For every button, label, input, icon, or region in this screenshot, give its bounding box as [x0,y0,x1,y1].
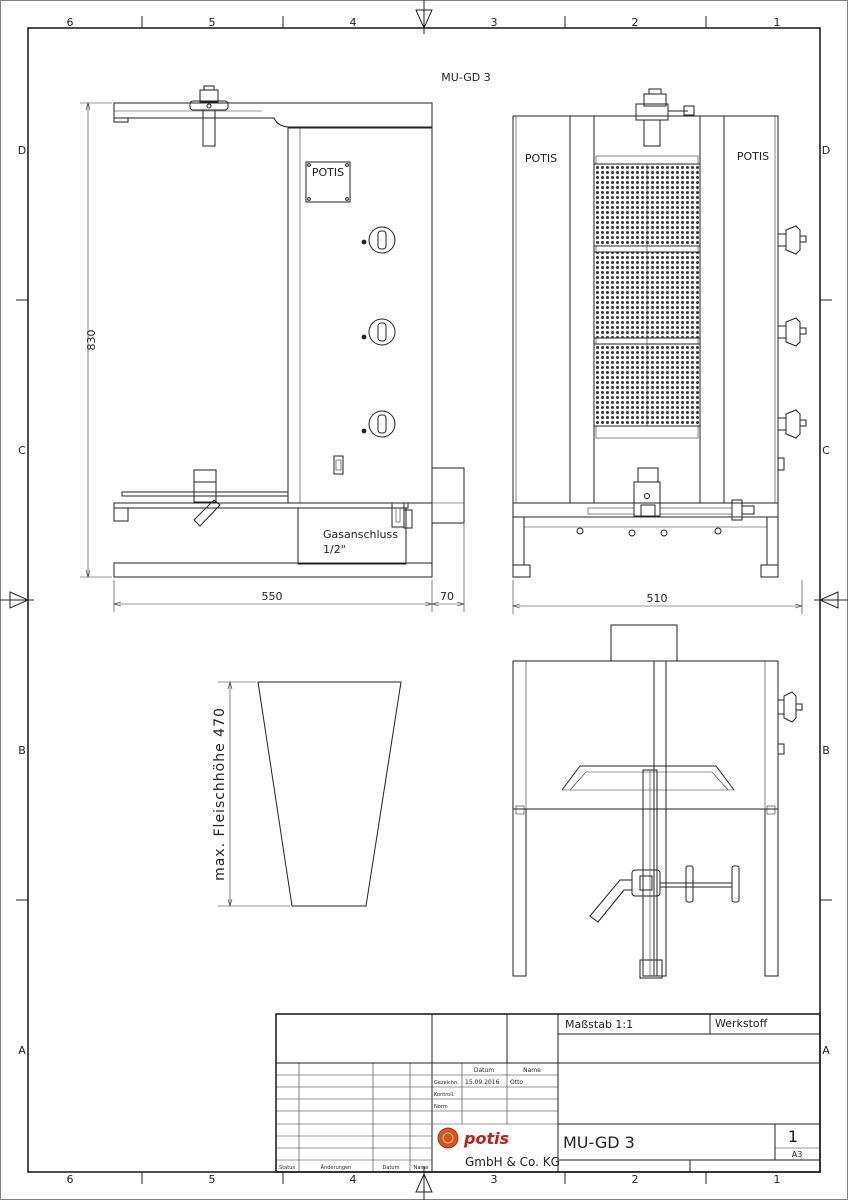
grid-row-right-a: A [822,1044,830,1057]
drawing-title: MU-GD 3 [441,71,490,84]
front-knob-3 [777,409,807,439]
front-view: POTIS POTIS [511,88,807,614]
side-brand-label: POTIS [312,166,344,179]
col-name-header: Name [523,1067,541,1074]
grid-col-top-3: 4 [350,16,357,29]
logo-emblem-icon [437,1127,459,1149]
grid-col-bottom-6: 1 [774,1173,781,1186]
grid-row-right-d: D [822,144,830,157]
company-name: GmbH & Co. KG [465,1155,560,1169]
grid-col-top-2: 5 [209,16,216,29]
side-brand-plate: POTIS [305,161,351,203]
grid-row-left-c: C [18,444,26,457]
row-drawn-label: Gezeichn. [434,1080,459,1086]
centering-mark-bottom [415,1166,433,1200]
grid-col-top-4: 3 [491,16,498,29]
footer-changes: Änderungen [321,1164,352,1171]
material-label: Werkstoff [715,1017,768,1030]
footer-status: Status [279,1165,295,1171]
dimension-550: 550 70 [112,524,466,612]
drawing-name: MU-GD 3 [563,1133,635,1152]
col-date-header: Datum [474,1067,494,1074]
grid-row-left-a: A [18,1044,26,1057]
grid-col-top-6: 1 [774,16,781,29]
burner-panels [593,155,701,439]
sheet-number: 1 [788,1127,798,1146]
grid-col-bottom-4: 3 [491,1173,498,1186]
footer-date: Datum [383,1165,400,1171]
front-brand-left: POTIS [525,152,557,165]
dimension-830: 830 [80,101,112,579]
grid-labels: 6 5 4 3 2 1 6 5 4 3 2 1 D C B A D C B A [18,16,830,1186]
drawn-date-value: 15.09.2016 [465,1079,500,1086]
scale-label: Maßstab 1:1 [565,1018,633,1031]
drawn-name-value: Otto [510,1079,523,1086]
dim-510-label: 510 [647,592,668,605]
dim-550-label: 550 [262,590,283,603]
gas-connection-label-line1: Gasanschluss [323,528,398,541]
side-view: POTIS Ga [80,85,466,612]
company-logo: potis [437,1127,509,1149]
dim-830-label: 830 [85,330,98,351]
grid-col-bottom-5: 2 [632,1173,639,1186]
title-block: Maßstab 1:1 Werkstoff Datum Name Gezeich… [275,1013,821,1173]
grid-col-bottom-1: 6 [67,1173,74,1186]
meat-height-view: max. Fleischhöhe 470 [212,680,402,908]
grid-col-top-5: 2 [632,16,639,29]
grid-row-left-d: D [18,144,26,157]
ignition-button [333,455,344,475]
grid-row-right-b: B [822,744,830,757]
centering-mark-left [0,591,34,609]
grid-col-bottom-2: 5 [209,1173,216,1186]
grid-col-top-1: 6 [67,16,74,29]
burner-knob-3 [361,410,396,438]
centering-mark-top [415,0,433,34]
front-knob-2 [777,317,807,347]
row-norm-label: Norm [434,1104,448,1110]
logo-wordmark: potis [463,1129,509,1148]
dim-70-label: 70 [440,590,454,603]
rear-section-view [512,624,803,979]
sheet-format: A3 [792,1150,803,1159]
burner-knob-1 [361,226,396,254]
centering-mark-right [814,591,848,609]
grid-row-left-b: B [18,744,26,757]
burner-knob-2 [361,318,396,346]
dimension-510: 510 [511,580,804,614]
row-checked-label: Kontroll. [434,1092,455,1098]
front-knob-1 [777,225,807,255]
gas-connection-label-line2: 1/2" [323,543,346,556]
meat-height-label: max. Fleischhöhe 470 [212,707,228,881]
footer-name: Name [414,1165,429,1171]
grid-row-right-c: C [822,444,830,457]
grid-col-bottom-3: 4 [350,1173,357,1186]
front-brand-right: POTIS [737,150,769,163]
